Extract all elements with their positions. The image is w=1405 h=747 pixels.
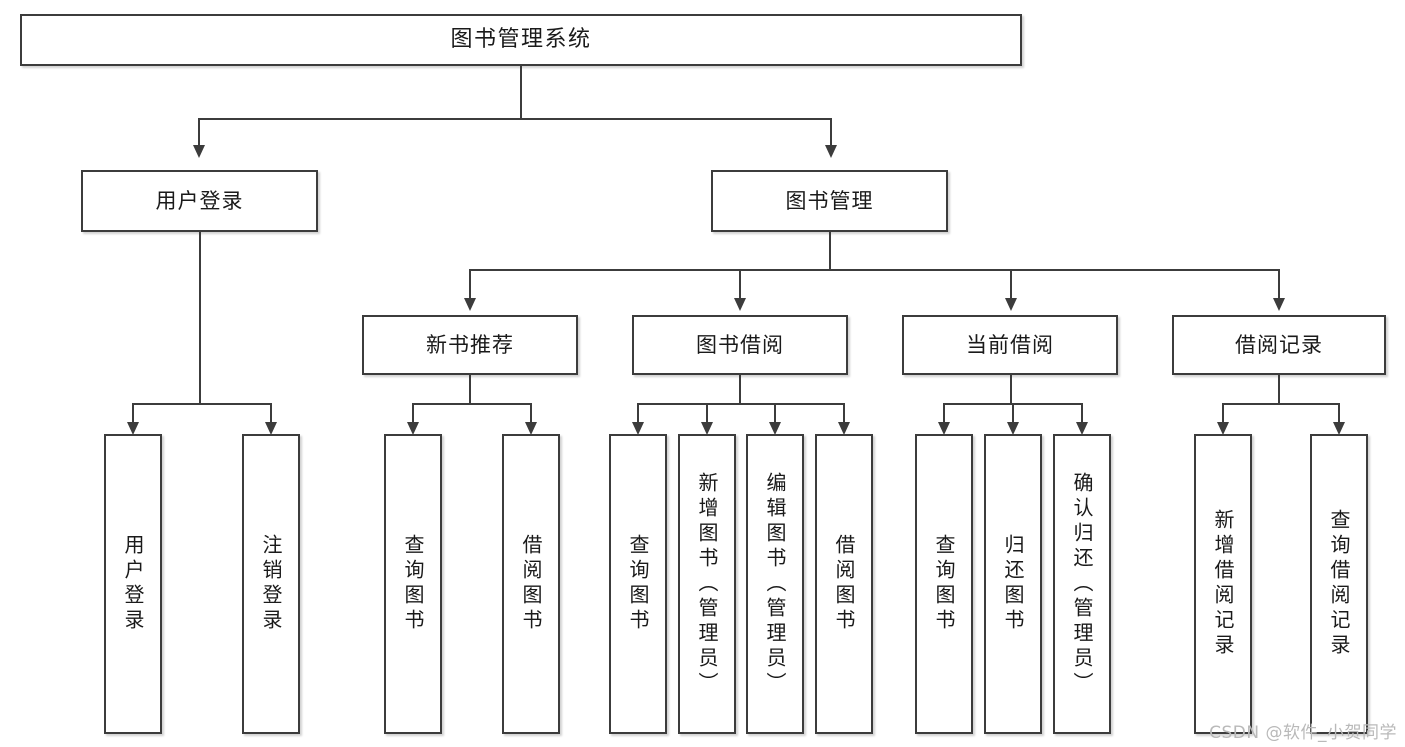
node-leaf-confirm-return-label: 确认归还（管理员） (1070, 471, 1094, 697)
connector-bm-to-book-borrow (739, 269, 741, 301)
node-leaf-query-book-3-label: 查询图书 (932, 534, 956, 634)
arrowhead-bm-to-book-borrow (734, 298, 746, 311)
arrowhead-book-borrow-leaf-1 (632, 422, 644, 435)
connector-new-book-bus (412, 403, 532, 405)
arrowhead-bm-to-new-book (464, 298, 476, 311)
node-leaf-logout-label: 注销登录 (259, 534, 283, 634)
node-leaf-edit-book[interactable]: 编辑图书（管理员） (746, 434, 804, 734)
node-book-borrow-label: 图书借阅 (696, 332, 784, 357)
arrowhead-borrow-record-leaf-1 (1217, 422, 1229, 435)
arrowhead-new-book-leaf-2 (525, 422, 537, 435)
node-current-borrow[interactable]: 当前借阅 (902, 315, 1118, 375)
arrowhead-root-to-book-management (825, 145, 837, 158)
connector-borrow-record-leaf-1 (1222, 403, 1224, 425)
connector-user-login-leaf-2 (270, 403, 272, 425)
connector-book-borrow-leaf-4 (843, 403, 845, 425)
connector-borrow-record-stem (1278, 375, 1280, 404)
arrowhead-current-borrow-leaf-1 (938, 422, 950, 435)
arrowhead-book-borrow-leaf-4 (838, 422, 850, 435)
node-book-management-label: 图书管理 (785, 188, 874, 213)
connector-root-to-book-management (830, 118, 832, 148)
node-book-borrow[interactable]: 图书借阅 (632, 315, 848, 375)
csdn-watermark: CSDN @软件_小贺同学 (1209, 723, 1397, 743)
connector-new-book-leaf-2 (530, 403, 532, 425)
connector-book-borrow-leaf-1 (637, 403, 639, 425)
node-leaf-borrow-book-1-label: 借阅图书 (519, 534, 543, 634)
node-borrow-record-label: 借阅记录 (1235, 332, 1323, 357)
connector-new-book-leaf-1 (412, 403, 414, 425)
connector-user-login-stem (199, 232, 201, 404)
connector-borrow-record-leaf-2 (1338, 403, 1340, 425)
node-leaf-user-login[interactable]: 用户登录 (104, 434, 162, 734)
arrowhead-user-login-leaf-1 (127, 422, 139, 435)
node-leaf-add-book[interactable]: 新增图书（管理员） (678, 434, 736, 734)
node-leaf-query-book-1[interactable]: 查询图书 (384, 434, 442, 734)
node-leaf-query-book-2[interactable]: 查询图书 (609, 434, 667, 734)
node-leaf-return-book[interactable]: 归还图书 (984, 434, 1042, 734)
node-leaf-user-login-label: 用户登录 (121, 534, 145, 634)
connector-current-borrow-leaf-1 (943, 403, 945, 425)
connector-book-borrow-leaf-3 (774, 403, 776, 425)
connector-book-borrow-bus (637, 403, 845, 405)
arrowhead-book-borrow-leaf-2 (701, 422, 713, 435)
arrowhead-book-borrow-leaf-3 (769, 422, 781, 435)
node-leaf-borrow-book-2[interactable]: 借阅图书 (815, 434, 873, 734)
node-leaf-borrow-book-2-label: 借阅图书 (832, 534, 856, 634)
arrowhead-root-to-user-login (193, 145, 205, 158)
node-leaf-return-book-label: 归还图书 (1001, 534, 1025, 634)
connector-root-to-user-login (198, 118, 200, 148)
arrowhead-new-book-leaf-1 (407, 422, 419, 435)
node-leaf-borrow-book-1[interactable]: 借阅图书 (502, 434, 560, 734)
node-user-login-label: 用户登录 (155, 188, 244, 213)
node-leaf-query-record[interactable]: 查询借阅记录 (1310, 434, 1368, 734)
connector-current-borrow-leaf-3 (1081, 403, 1083, 425)
connector-bm-to-borrow-record (1278, 269, 1280, 301)
connector-root-stem (520, 66, 522, 119)
connector-book-borrow-leaf-2 (706, 403, 708, 425)
node-new-book-recommend[interactable]: 新书推荐 (362, 315, 578, 375)
arrowhead-bm-to-borrow-record (1273, 298, 1285, 311)
connector-borrow-record-bus (1222, 403, 1340, 405)
connector-user-login-bus (132, 403, 272, 405)
node-borrow-record[interactable]: 借阅记录 (1172, 315, 1386, 375)
node-leaf-query-record-label: 查询借阅记录 (1327, 509, 1351, 659)
node-root-system[interactable]: 图书管理系统 (20, 14, 1022, 66)
arrowhead-current-borrow-leaf-3 (1076, 422, 1088, 435)
node-current-borrow-label: 当前借阅 (966, 332, 1054, 357)
arrowhead-borrow-record-leaf-2 (1333, 422, 1345, 435)
connector-current-borrow-leaf-2 (1012, 403, 1014, 425)
connector-book-management-stem (829, 232, 831, 270)
node-user-login[interactable]: 用户登录 (81, 170, 318, 232)
node-leaf-add-record-label: 新增借阅记录 (1211, 509, 1235, 659)
arrowhead-current-borrow-leaf-2 (1007, 422, 1019, 435)
node-leaf-confirm-return[interactable]: 确认归还（管理员） (1053, 434, 1111, 734)
connector-new-book-stem (469, 375, 471, 404)
node-leaf-add-record[interactable]: 新增借阅记录 (1194, 434, 1252, 734)
node-leaf-query-book-3[interactable]: 查询图书 (915, 434, 973, 734)
connector-bm-to-new-book (469, 269, 471, 301)
arrowhead-bm-to-current-borrow (1005, 298, 1017, 311)
connector-current-borrow-stem (1010, 375, 1012, 404)
node-new-book-recommend-label: 新书推荐 (426, 332, 514, 357)
node-leaf-edit-book-label: 编辑图书（管理员） (763, 471, 787, 697)
node-root-system-label: 图书管理系统 (450, 27, 592, 53)
connector-bm-to-current-borrow (1010, 269, 1012, 301)
node-leaf-logout[interactable]: 注销登录 (242, 434, 300, 734)
node-leaf-query-book-1-label: 查询图书 (401, 534, 425, 634)
node-leaf-query-book-2-label: 查询图书 (626, 534, 650, 634)
connector-book-borrow-stem (739, 375, 741, 404)
connector-root-bus (198, 118, 832, 120)
node-book-management[interactable]: 图书管理 (711, 170, 948, 232)
node-leaf-add-book-label: 新增图书（管理员） (695, 471, 719, 697)
arrowhead-user-login-leaf-2 (265, 422, 277, 435)
connector-user-login-leaf-1 (132, 403, 134, 425)
connector-book-management-bus (469, 269, 1280, 271)
